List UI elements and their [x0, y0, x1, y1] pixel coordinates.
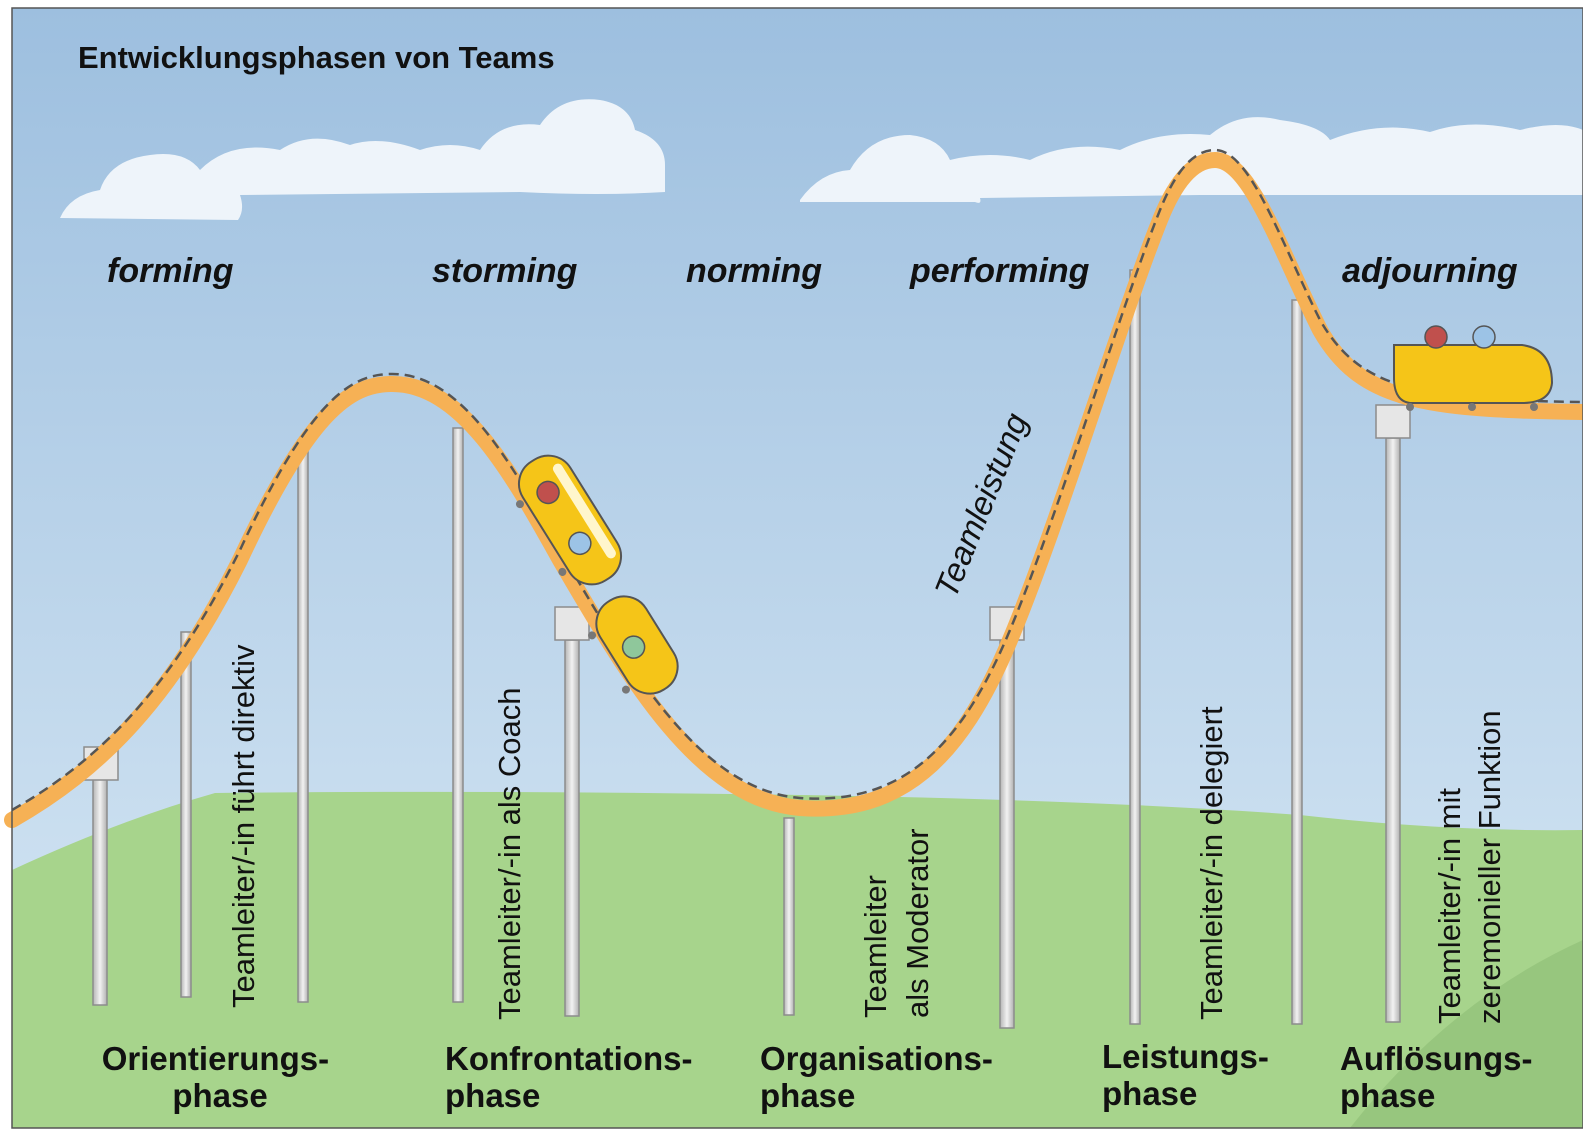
coaster-cart	[1393, 325, 1554, 411]
phase-label-orientierung: Orientierungs- phase	[102, 1040, 339, 1114]
phase-label-line2: phase	[172, 1077, 267, 1114]
cloud-left	[60, 99, 665, 220]
phase-label-line2: phase	[760, 1077, 855, 1114]
phase-label-line2: phase	[1340, 1077, 1435, 1114]
phase-label-leistung: Leistungs- phase	[1102, 1038, 1278, 1112]
role-label-forming: Teamleiter/-in führt direktiv	[226, 644, 261, 1008]
phase-label-line1: Organisations-	[760, 1040, 993, 1077]
phase-label-organisation: Organisations- phase	[760, 1040, 1002, 1114]
pillar	[1129, 269, 1141, 1025]
pillar	[180, 631, 192, 998]
pillar	[297, 439, 309, 1003]
stage-label-norming: norming	[686, 252, 822, 290]
grass-shade	[1350, 940, 1583, 1128]
stage-label-storming: storming	[432, 252, 578, 290]
phase-label-line2: phase	[1102, 1075, 1197, 1112]
diagram-title: Entwicklungsphasen von Teams	[78, 40, 555, 75]
pillar	[783, 817, 795, 1016]
roller-coaster-track	[4, 148, 1583, 828]
grass-ground	[12, 791, 1583, 1128]
coaster-cart	[515, 454, 623, 586]
phase-label-aufloesung: Auflösungs- phase	[1340, 1040, 1542, 1114]
role-label-performing: Teamleiter/-in delegiert	[1194, 706, 1229, 1020]
stage-label-forming: forming	[107, 252, 234, 290]
phase-label-line1: Leistungs-	[1102, 1038, 1269, 1075]
pillar	[999, 639, 1015, 1029]
role-label-norming-line2: als Moderator	[900, 828, 935, 1018]
pillar	[1385, 437, 1401, 1023]
role-label-adjourning-line1: Teamleiter/-in mit	[1432, 788, 1467, 1024]
coaster-cart	[588, 595, 679, 695]
pillar	[452, 427, 464, 1003]
phase-label-line1: Konfrontations-	[445, 1040, 692, 1077]
stage-label-performing: performing	[909, 252, 1090, 290]
pillar	[1291, 299, 1303, 1025]
track-rail	[4, 151, 1583, 828]
role-label-storming: Teamleiter/-in als Coach	[492, 687, 527, 1020]
pillar	[564, 639, 580, 1017]
phase-label-line1: Orientierungs-	[102, 1040, 329, 1077]
phase-label-line2: phase	[445, 1077, 540, 1114]
role-label-norming-line1: Teamleiter	[858, 875, 893, 1018]
track-dashed-line	[11, 148, 1583, 812]
role-label-adjourning-line2: zeremonieller Funktion	[1472, 710, 1507, 1024]
pillar	[92, 774, 108, 1006]
phase-label-konfrontation: Konfrontations- phase	[445, 1040, 702, 1114]
phase-label-line1: Auflösungs-	[1340, 1040, 1532, 1077]
stage-label-adjourning: adjourning	[1342, 252, 1518, 290]
frame-border	[11, 7, 1583, 1129]
pillar-cap	[1375, 404, 1411, 439]
